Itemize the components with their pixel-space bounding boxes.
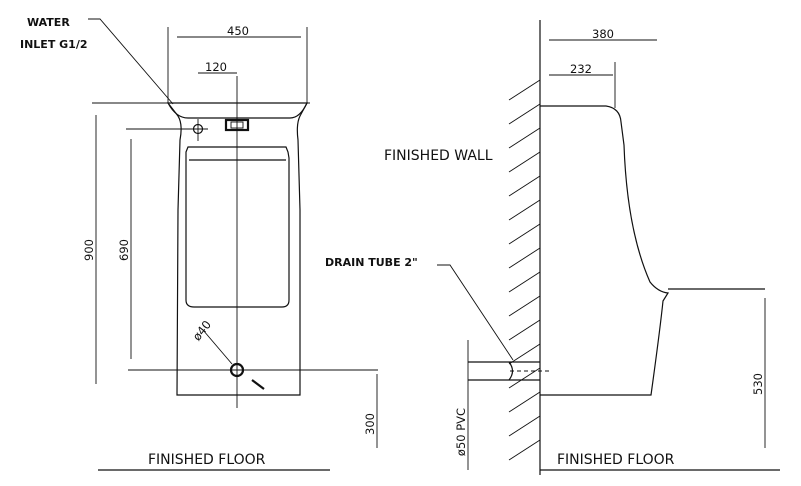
- dim-drain-height: 300: [363, 374, 378, 448]
- dim-height-total: 900: [82, 115, 97, 384]
- dim-inlet-offset: 120: [198, 60, 237, 74]
- drain-tube: DRAIN TUBE 2" ø50 PVC: [325, 256, 552, 470]
- water-inlet-label-1: WATER: [27, 16, 70, 29]
- dim-height-inner: 690: [117, 139, 132, 359]
- finished-wall-label: FINISHED WALL: [384, 148, 493, 164]
- urinal-front-outline: [166, 102, 309, 396]
- finished-floor-front: FINISHED FLOOR: [98, 452, 330, 471]
- dim-depth-side: 380: [549, 27, 657, 41]
- dim-450-text: 450: [227, 24, 249, 38]
- urinal-side-outline: [540, 105, 670, 396]
- dim-300-text: 300: [363, 413, 377, 435]
- dim-900-text: 900: [82, 239, 96, 261]
- finished-wall: FINISHED WALL: [384, 20, 541, 475]
- dim-depth-top: 232: [549, 62, 613, 76]
- dim-120-text: 120: [205, 60, 227, 74]
- water-inlet-callout: WATER INLET G1/2: [20, 16, 174, 105]
- water-inlet-label-2: INLET G1/2: [20, 38, 88, 51]
- pvc-label: ø50 PVC: [454, 408, 468, 456]
- dim-690-text: 690: [117, 239, 131, 261]
- dim-width-front: 450: [167, 24, 308, 103]
- finished-floor-side-label: FINISHED FLOOR: [557, 452, 675, 468]
- dim-530-text: 530: [751, 373, 765, 395]
- dim-drain-diameter-text: ø40: [190, 318, 214, 344]
- front-view: [92, 76, 378, 408]
- dim-side-height: 530: [751, 298, 766, 448]
- urinal-front-bowl: [185, 146, 290, 308]
- drain-tube-label: DRAIN TUBE 2": [325, 256, 418, 269]
- finished-floor-side: FINISHED FLOOR: [540, 452, 780, 471]
- dim-232-text: 232: [570, 62, 592, 76]
- dim-380-text: 380: [592, 27, 614, 41]
- finished-floor-front-label: FINISHED FLOOR: [148, 452, 266, 468]
